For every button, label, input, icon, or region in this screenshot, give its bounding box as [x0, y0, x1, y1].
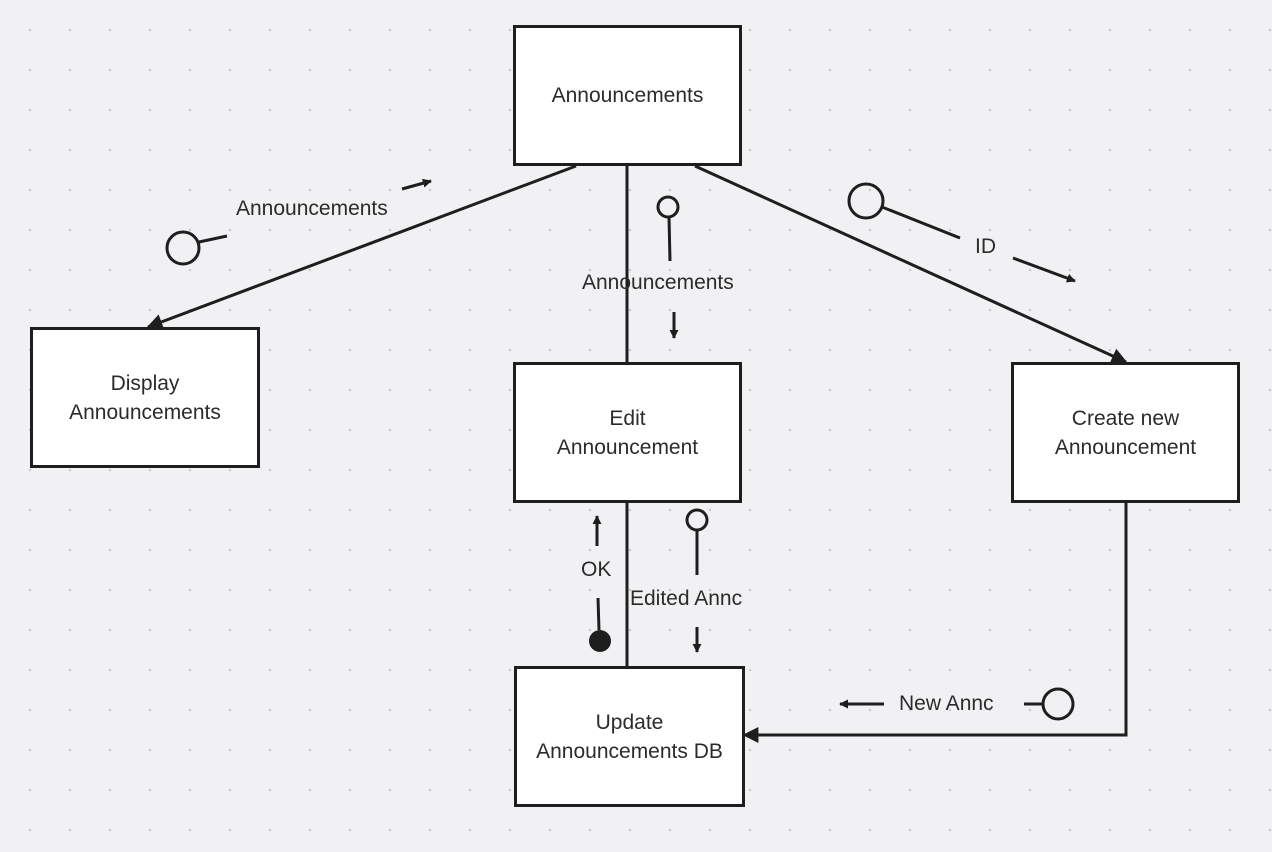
flow-label-announcements-display: Announcements [236, 197, 388, 220]
node-display-announcements[interactable]: Display Announcements [30, 327, 260, 468]
data-couple-icon [685, 508, 709, 532]
node-update-announcements-db[interactable]: Update Announcements DB [514, 666, 745, 807]
flow-label-edited-annc: Edited Annc [630, 587, 743, 610]
data-couple-icon [165, 230, 201, 266]
node-edit-announcement[interactable]: Edit Announcement [513, 362, 742, 503]
couple-arrow-icon [401, 178, 432, 191]
node-label: Update Announcements DB [536, 710, 723, 763]
connector-announcements-to-display [146, 164, 577, 330]
couple-tail [667, 216, 672, 262]
couple-tail [198, 234, 228, 244]
node-label: Edit Announcement [556, 406, 699, 459]
couple-tail [881, 205, 961, 240]
node-label: Create new Announcement [1054, 406, 1197, 459]
data-couple-icon [1041, 687, 1075, 721]
connector-announcements-to-create [694, 164, 1128, 364]
data-couple-icon [847, 182, 885, 220]
flow-label-new-annc: New Annc [899, 692, 994, 715]
couple-tail [596, 597, 601, 631]
node-create-new-announcement[interactable]: Create new Announcement [1011, 362, 1240, 503]
node-announcements[interactable]: Announcements [513, 25, 742, 166]
flow-label-announcements-edit: Announcements [582, 271, 734, 294]
data-couple-icon [656, 195, 680, 219]
flow-label-id: ID [975, 235, 996, 258]
flow-label-ok: OK [581, 558, 612, 581]
connector-create-to-update [742, 502, 1128, 743]
node-label: Announcements [551, 84, 704, 107]
node-label: Display Announcements [69, 371, 221, 424]
control-flag-icon [589, 630, 611, 652]
couple-arrow-icon [1012, 256, 1076, 283]
